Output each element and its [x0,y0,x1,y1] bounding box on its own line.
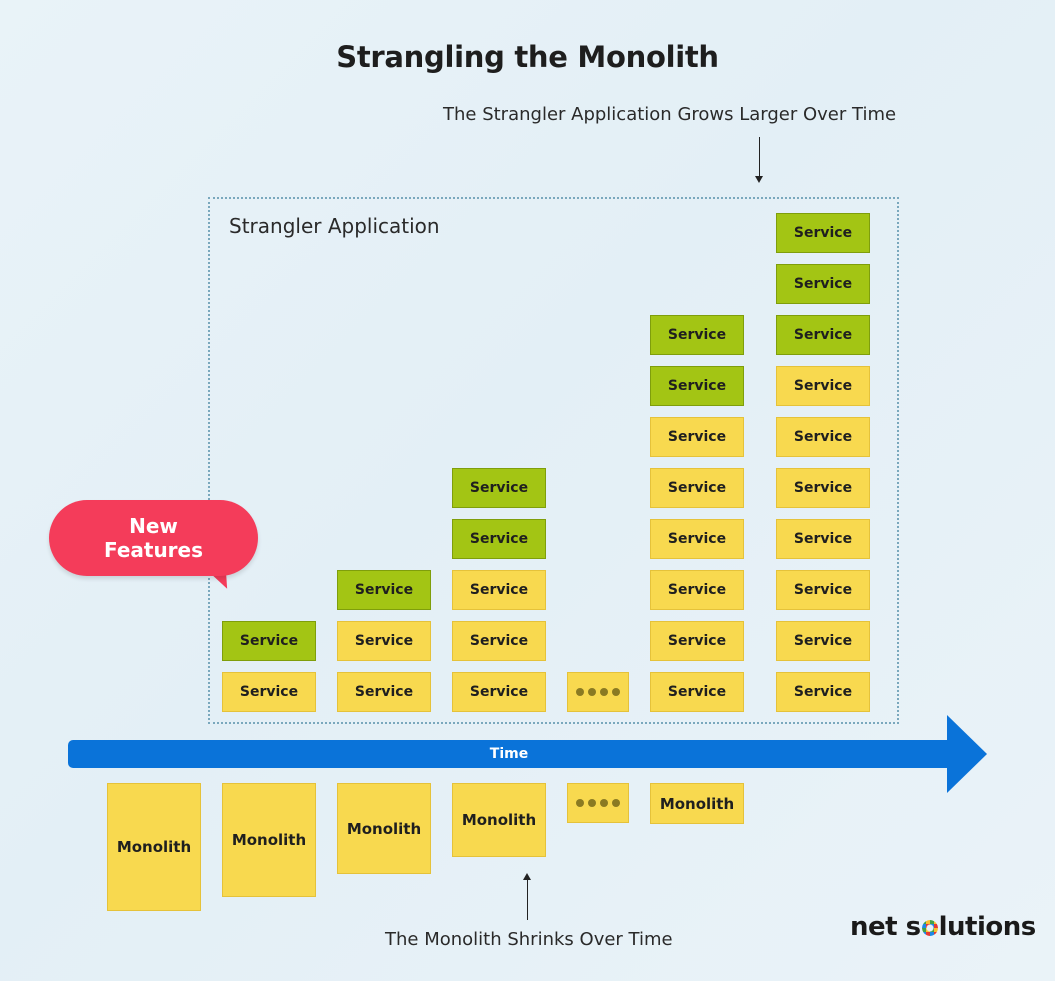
ellipsis-dot [576,688,584,696]
service-block: Service [776,570,870,610]
shrinks-arrow-line [527,880,528,920]
service-block: Service [452,570,546,610]
monolith-block: Monolith [650,783,744,824]
ellipsis-dot [576,799,584,807]
new-service-block: Service [222,621,316,661]
monolith-block: Monolith [452,783,546,857]
grows-caption: The Strangler Application Grows Larger O… [443,104,897,125]
service-block: Service [452,621,546,661]
net-solutions-logo: net s lutions [850,912,1036,942]
service-block: Service [776,621,870,661]
logo-ring-icon [921,920,938,936]
service-block: Service [650,672,744,712]
callout-line-1: New [129,514,178,538]
new-service-block: Service [650,315,744,355]
time-arrow: Time [68,740,950,768]
service-ellipsis [567,672,629,712]
callout-line-2: Features [103,538,204,562]
service-block: Service [650,519,744,559]
service-block: Service [776,468,870,508]
ellipsis-dot [588,799,596,807]
time-label: Time [489,746,529,762]
shrinks-caption: The Monolith Shrinks Over Time [385,929,673,950]
service-block: Service [337,621,431,661]
service-block: Service [776,366,870,406]
new-service-block: Service [776,264,870,304]
service-block: Service [650,570,744,610]
strangler-application-label: Strangler Application [229,214,440,238]
new-service-block: Service [776,213,870,253]
new-service-block: Service [650,366,744,406]
monolith-block: Monolith [107,783,201,911]
time-arrow-head [947,715,987,793]
strangler-application-boundary [208,197,899,724]
monolith-block: Monolith [222,783,316,897]
service-block: Service [650,468,744,508]
ellipsis-dot [600,688,608,696]
service-block: Service [452,672,546,712]
monolith-block: Monolith [337,783,431,874]
logo-text-2: lutions [938,912,1037,942]
new-service-block: Service [776,315,870,355]
service-block: Service [776,519,870,559]
logo-text-1: net s [850,912,921,942]
service-block: Service [222,672,316,712]
ellipsis-dot [600,799,608,807]
new-service-block: Service [452,468,546,508]
shrinks-arrow-head [523,873,531,880]
service-block: Service [776,672,870,712]
grows-arrow-line [759,137,760,177]
ellipsis-dot [612,799,620,807]
new-features-callout: New Features [49,500,258,576]
service-block: Service [650,621,744,661]
new-service-block: Service [337,570,431,610]
page-title: Strangling the Monolith [336,40,719,74]
service-block: Service [337,672,431,712]
service-block: Service [776,417,870,457]
ellipsis-dot [612,688,620,696]
service-block: Service [650,417,744,457]
monolith-ellipsis [567,783,629,823]
new-service-block: Service [452,519,546,559]
ellipsis-dot [588,688,596,696]
grows-arrow-head [755,176,763,183]
